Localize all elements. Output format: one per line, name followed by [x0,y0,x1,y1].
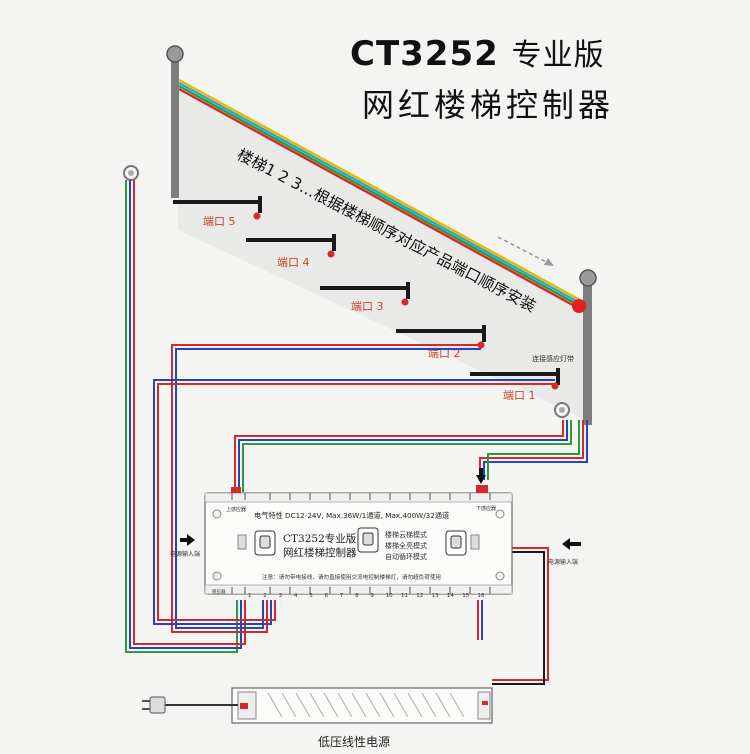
port-label-2: 端口 2 [428,347,461,360]
controller-unit: 上感应器 下感应器 电气特性 DC12-24V, Max.36W/1通道, Ma… [204,485,513,595]
edition: 专业版 [511,38,605,73]
pin-number: 14 [447,593,454,599]
mode-2: 楼梯全亮模式 [385,541,427,550]
title-block: CT3252 专业版 网红楼梯控制器 [350,30,614,126]
port-label-3: 端口 3 [351,300,384,313]
pin-number: 5 [309,593,313,599]
mode-3: 自动循环模式 [385,552,427,561]
controller-note: 注意：请勿带电接线，请勿直接使用交流电控制楼梯灯，请勿超负荷使用 [262,573,441,581]
right-connector [470,534,480,550]
controller-top-left-label: 上感应器 [226,506,246,513]
controller-spec: 电气特性 DC12-24V, Max.36W/1通道, Max.400W/32通… [254,511,449,520]
top-right-terminal [476,485,488,493]
sensor-strip-label: 连接感应灯带 [532,354,574,363]
top-terminals [231,493,491,500]
pin-number: 16 [478,593,485,599]
pin-number: 9 [370,593,374,599]
mode-1: 楼梯云梯模式 [385,530,427,539]
pin-number: 10 [386,593,393,599]
port-label-1: 端口 1 [503,389,536,402]
power-supply [231,687,493,724]
pin-number: 6 [325,593,329,599]
right-post [583,285,592,425]
left-sensor-dot [128,170,134,176]
step-1 [470,368,560,385]
controller-bottom-left-label: 感应器 [212,588,226,595]
port-label-5: 端口 5 [203,215,236,228]
controller-top-right-label: 下感应器 [476,505,496,512]
title-line-2: 网红楼梯控制器 [362,86,615,124]
left-connector [237,534,247,550]
step-3 [320,282,410,299]
direction-arrow [497,236,554,266]
stair-steps [173,196,560,385]
psu-label: 低压线性电源 [318,735,390,749]
model-number: CT3252 [350,34,499,74]
top-left-terminal [231,487,241,493]
right-sensor-dot [559,407,565,413]
junction-dot [572,299,586,313]
diagonal-cable [178,78,581,311]
pin-number: 4 [294,593,298,599]
title-line-1: CT3252 专业版 [350,30,614,74]
controller-name-1: CT3252专业版 [283,532,357,545]
bottom-terminals [231,587,491,594]
top-left-sensor [166,45,184,63]
ac-plug [142,696,238,714]
pin-number: 8 [355,593,359,599]
pin-number: 13 [432,593,439,599]
left-input-arrow [187,534,195,546]
pin-number: 15 [462,593,469,599]
step-2 [396,325,486,342]
pin-number: 7 [340,593,344,599]
pin-number: 3 [279,593,283,599]
step-4 [246,234,336,251]
stair-shadow [178,88,586,420]
pin-number: 12 [416,593,423,599]
top-right-arrow [476,475,486,484]
right-input-arrow [562,538,570,550]
top-right-sensor [579,269,597,287]
pin-number: 1 [248,593,252,599]
controller-name-2: 网红楼梯控制器 [283,546,357,559]
left-power-input-label: 电源输入端 [170,550,200,558]
port-label-4: 端口 4 [277,256,310,269]
wiring [125,180,588,685]
pin-number: 2 [263,593,267,599]
step-5 [173,196,262,213]
right-power-input-label: 电源输入端 [548,558,578,566]
pin-number: 11 [401,593,408,599]
left-post [171,60,179,198]
